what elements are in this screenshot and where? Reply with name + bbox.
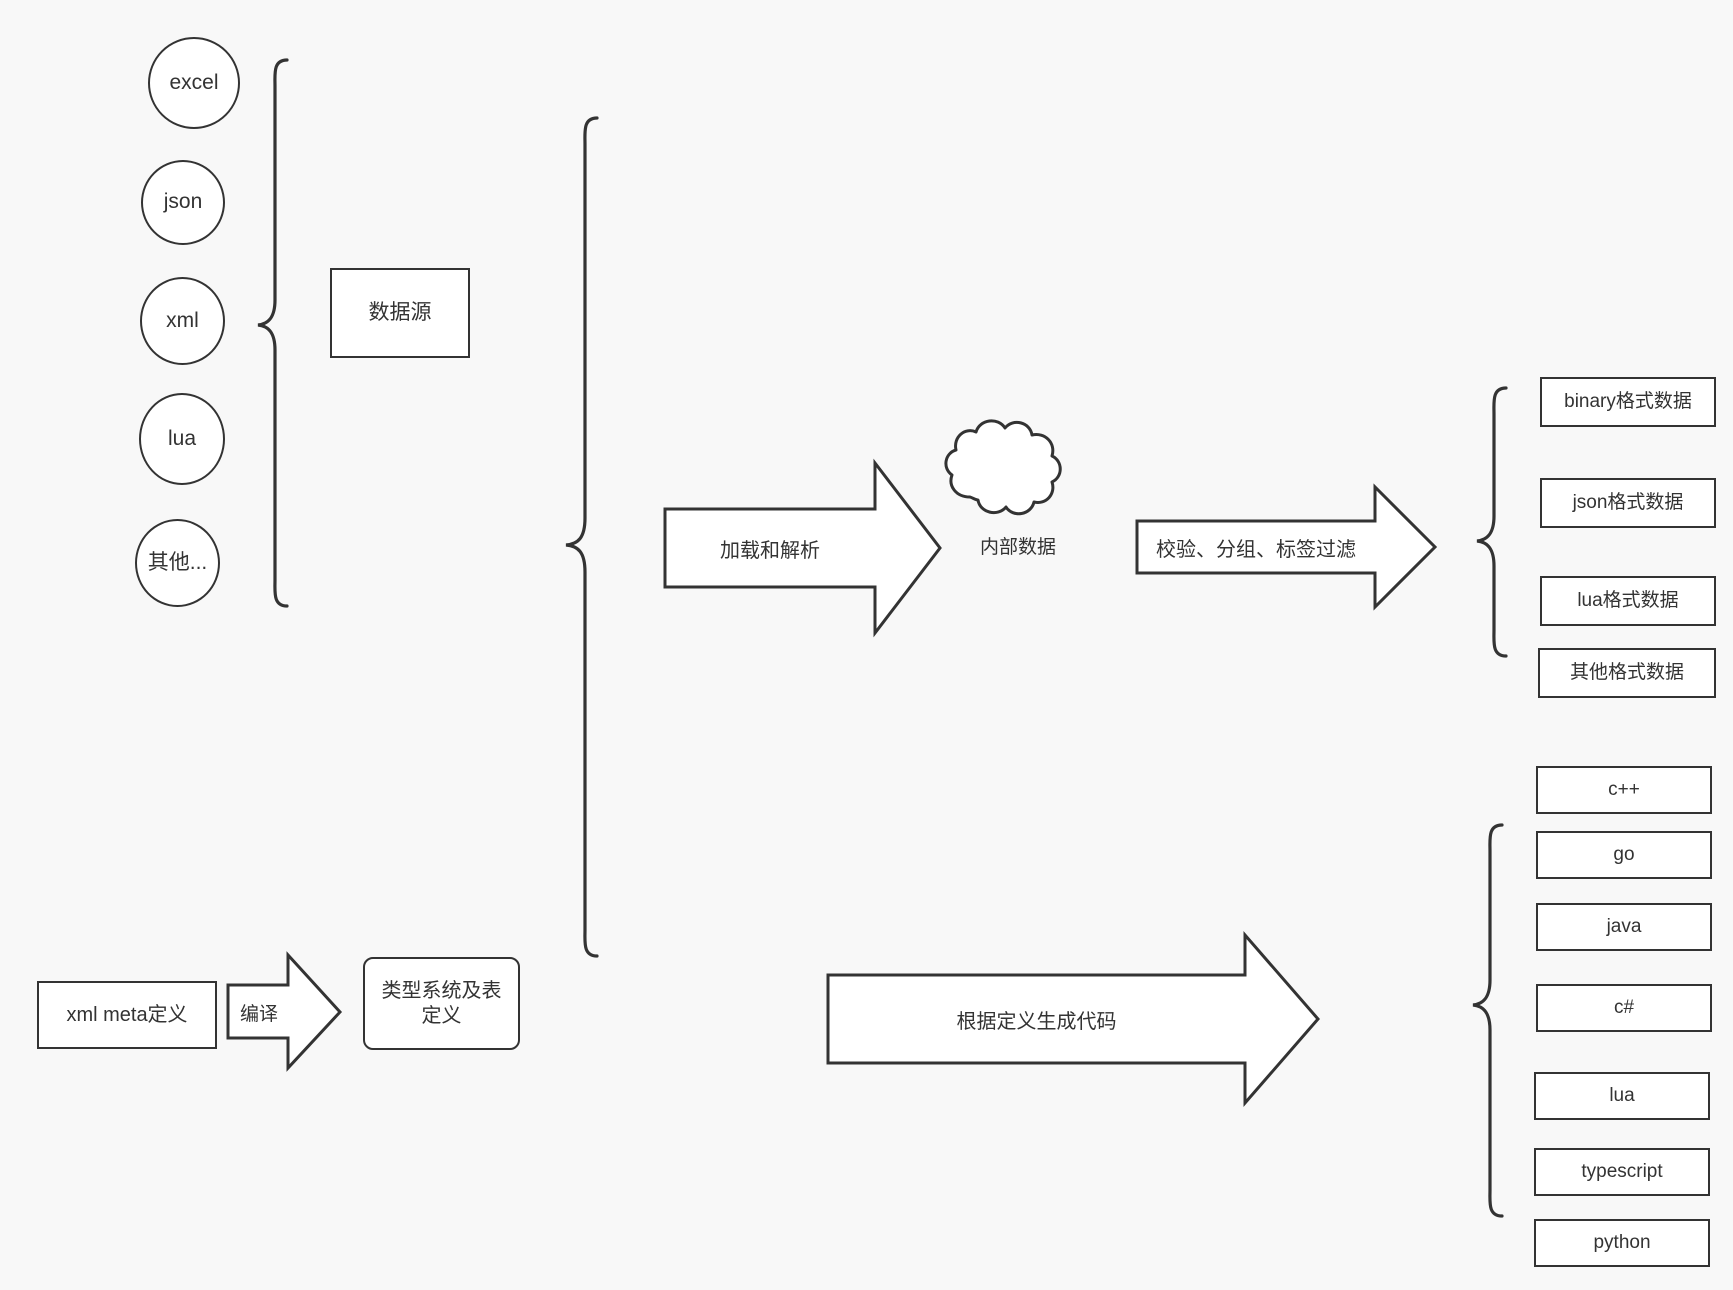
data-source-xml[interactable]: xml bbox=[140, 277, 225, 365]
codegen-language-java[interactable]: java bbox=[1536, 903, 1712, 951]
codegen-language-csharp-label: c# bbox=[1613, 997, 1635, 1019]
output-format-brace bbox=[1476, 386, 1508, 658]
output-format-lua[interactable]: lua格式数据 bbox=[1540, 576, 1716, 626]
validate-filter-arrow-label: 校验、分组、标签过滤 bbox=[1156, 538, 1356, 561]
data-source-group-label: 数据源 bbox=[368, 300, 432, 324]
internal-data-cloud bbox=[944, 419, 1062, 516]
codegen-language-lua-label: lua bbox=[1609, 1085, 1635, 1107]
type-system-label: 类型系统及表定义 bbox=[381, 979, 502, 1027]
codegen-language-java-label: java bbox=[1606, 916, 1642, 938]
data-source-json-label: json bbox=[163, 190, 203, 214]
codegen-language-typescript-label: typescript bbox=[1581, 1161, 1663, 1183]
codegen-language-typescript[interactable]: typescript bbox=[1534, 1148, 1710, 1196]
codegen-language-cpp[interactable]: c++ bbox=[1536, 766, 1712, 814]
data-source-other[interactable]: 其他... bbox=[135, 519, 220, 607]
output-format-binary-label: binary格式数据 bbox=[1564, 391, 1692, 413]
validate-filter-arrow bbox=[1135, 483, 1438, 611]
compile-arrow-label: 编译 bbox=[239, 1003, 278, 1025]
codegen-language-python[interactable]: python bbox=[1534, 1219, 1710, 1267]
output-format-json-label: json格式数据 bbox=[1572, 492, 1684, 514]
data-source-json[interactable]: json bbox=[141, 160, 225, 245]
xml-meta-definition-box[interactable]: xml meta定义 bbox=[37, 981, 217, 1049]
codegen-language-csharp[interactable]: c# bbox=[1536, 984, 1712, 1032]
data-source-brace bbox=[257, 58, 289, 608]
load-parse-arrow-label: 加载和解析 bbox=[720, 539, 820, 562]
output-format-json[interactable]: json格式数据 bbox=[1540, 478, 1716, 528]
data-source-excel[interactable]: excel bbox=[148, 37, 240, 129]
data-source-group-box[interactable]: 数据源 bbox=[330, 268, 470, 358]
codegen-arrow bbox=[826, 930, 1320, 1108]
xml-meta-definition-label: xml meta定义 bbox=[66, 1003, 188, 1026]
codegen-language-cpp-label: c++ bbox=[1608, 779, 1640, 801]
data-source-other-label: 其他... bbox=[147, 550, 208, 574]
output-format-other[interactable]: 其他格式数据 bbox=[1538, 648, 1716, 698]
codegen-arrow-label: 根据定义生成代码 bbox=[956, 1010, 1117, 1033]
output-format-lua-label: lua格式数据 bbox=[1577, 590, 1679, 612]
type-system-box[interactable]: 类型系统及表定义 bbox=[363, 957, 520, 1050]
load-parse-arrow bbox=[663, 458, 942, 638]
codegen-language-go[interactable]: go bbox=[1536, 831, 1712, 879]
data-source-lua[interactable]: lua bbox=[139, 393, 225, 485]
codegen-language-brace bbox=[1472, 823, 1504, 1218]
data-source-lua-label: lua bbox=[167, 426, 197, 450]
compile-arrow bbox=[226, 951, 343, 1072]
codegen-language-python-label: python bbox=[1593, 1232, 1651, 1254]
codegen-language-lua[interactable]: lua bbox=[1534, 1072, 1710, 1120]
output-format-binary[interactable]: binary格式数据 bbox=[1540, 377, 1716, 427]
output-format-other-label: 其他格式数据 bbox=[1569, 662, 1684, 684]
pipeline-input-brace bbox=[565, 116, 599, 958]
internal-data-label: 内部数据 bbox=[979, 536, 1056, 558]
data-source-excel-label: excel bbox=[169, 70, 219, 94]
data-source-xml-label: xml bbox=[166, 308, 199, 332]
codegen-language-go-label: go bbox=[1613, 844, 1635, 866]
